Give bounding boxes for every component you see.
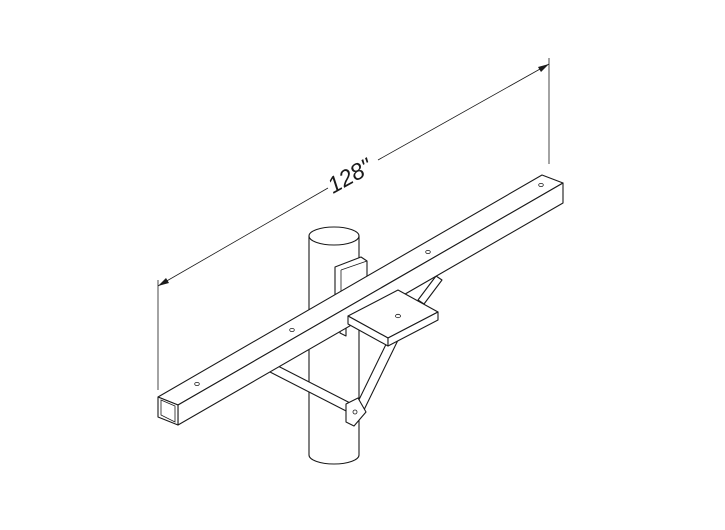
bolt-hole xyxy=(289,327,295,332)
pole-top xyxy=(308,226,360,246)
bolt-hole xyxy=(538,182,544,187)
crossarm xyxy=(157,174,564,426)
saddle-side xyxy=(387,311,439,347)
crossarm-end-face xyxy=(157,396,179,426)
saddle-hole xyxy=(395,313,401,319)
bolt-hole xyxy=(194,381,200,386)
brace-struts xyxy=(269,275,443,427)
dimension-line-upper xyxy=(377,63,550,161)
bolt-hole xyxy=(425,249,431,254)
arrowhead-right xyxy=(538,64,549,72)
dimension-line-lower xyxy=(157,187,329,287)
saddle-plate xyxy=(347,289,439,347)
crossarm-top-face xyxy=(157,174,564,406)
dimension-label: 128" xyxy=(323,152,378,198)
arrowhead-left xyxy=(158,278,169,286)
